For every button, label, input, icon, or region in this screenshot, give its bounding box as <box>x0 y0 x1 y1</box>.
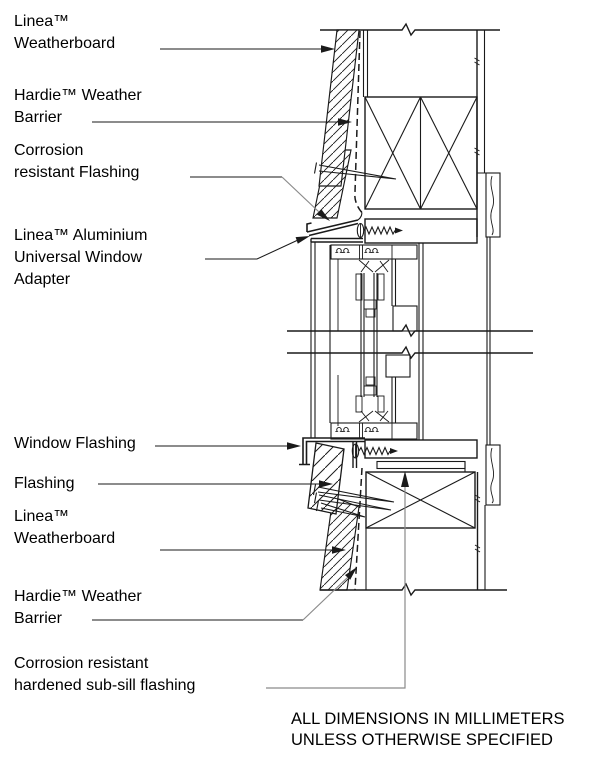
label-linea-aluminium-window-adapter: Linea™ Aluminium Universal Window Adapte… <box>14 225 147 291</box>
label-line: Barrier <box>14 610 63 627</box>
weatherboard-cladding-sill <box>319 496 360 591</box>
label-line: Weatherboard <box>14 35 116 52</box>
label-line: Hardie™ Weather <box>14 588 142 605</box>
label-line: Universal Window <box>14 249 143 266</box>
weather-barrier-dashed-head <box>354 30 365 216</box>
packing-block-head <box>392 305 418 332</box>
label-line: Linea™ <box>14 13 70 30</box>
label-hardie-weather-barrier-sill: Hardie™ Weather Barrier <box>14 586 142 630</box>
label-corrosion-resistant-flashing: Corrosion resistant Flashing <box>14 140 139 184</box>
window-frame-head <box>330 244 418 332</box>
nail-fixing-head <box>313 162 397 180</box>
label-line: Linea™ Aluminium <box>14 227 148 244</box>
window-frame-verticals <box>310 237 491 445</box>
label-line: resistant Flashing <box>14 164 140 181</box>
label-line: Flashing <box>14 475 75 492</box>
leader-corrosion-flashing <box>190 176 330 221</box>
sill-flashing-hatched <box>307 442 345 515</box>
arrowhead <box>321 45 335 53</box>
label-hardie-weather-barrier-head: Hardie™ Weather Barrier <box>14 85 142 129</box>
arrowhead <box>317 209 330 221</box>
dimensions-note: ALL DIMENSIONS IN MILLIMETERS UNLESS OTH… <box>291 709 565 751</box>
arrowhead <box>401 471 409 487</box>
leader-lines <box>92 45 409 689</box>
glazing-unit <box>360 273 378 397</box>
arrowhead <box>332 546 346 554</box>
top-wall-line <box>320 22 500 37</box>
architrave-head <box>485 172 501 238</box>
label-line: Corrosion <box>14 142 84 159</box>
arrowhead <box>345 567 357 580</box>
arrowhead <box>287 442 301 450</box>
wall-framing-right-head <box>474 30 501 238</box>
label-line: Weatherboard <box>14 530 116 547</box>
note-line: ALL DIMENSIONS IN MILLIMETERS <box>291 710 565 728</box>
label-line: Hardie™ Weather <box>14 87 142 104</box>
stud-lines-head <box>362 30 369 97</box>
label-line: Linea™ <box>14 508 70 525</box>
label-flashing: Flashing <box>14 473 74 495</box>
screw-fixing-head <box>356 222 403 239</box>
note-line: UNLESS OTHERWISE SPECIFIED <box>291 731 553 749</box>
lintel-blocking <box>364 96 478 210</box>
wall-framing-right-sill <box>474 444 501 590</box>
weatherboard-cladding-head <box>312 29 360 219</box>
arrowhead <box>295 236 310 244</box>
label-line: Window Flashing <box>14 435 136 452</box>
window-frame-sill <box>330 354 418 440</box>
label-linea-weatherboard-sill: Linea™ Weatherboard <box>14 506 115 550</box>
leader-window-adapter <box>205 236 310 260</box>
label-linea-weatherboard-head: Linea™ Weatherboard <box>14 11 115 55</box>
label-line: Barrier <box>14 109 63 126</box>
label-window-flashing: Window Flashing <box>14 433 136 455</box>
architrave-sill <box>485 444 501 506</box>
leader-sub-sill-flashing <box>266 471 409 689</box>
label-line: hardened sub-sill flashing <box>14 677 196 694</box>
packing-block-sill <box>385 354 411 378</box>
head-flashing <box>306 210 363 237</box>
bottom-wall-line <box>320 582 507 597</box>
label-line: Adapter <box>14 271 71 288</box>
sub-sill-strip <box>376 460 466 472</box>
leader-hardie-barrier-sill <box>92 567 357 621</box>
nail-fixings-sill <box>312 484 395 518</box>
sill-blocking <box>365 471 476 590</box>
leader-window-flashing <box>155 442 301 450</box>
arrowhead <box>319 480 333 488</box>
head-detail <box>306 22 501 332</box>
screw-fixing-sill <box>351 443 398 459</box>
leader-flashing <box>98 480 333 488</box>
window-adapter <box>310 237 363 243</box>
section-break-lines <box>287 323 533 360</box>
weather-barrier-dashed-sill <box>354 467 363 591</box>
sill-trim <box>364 439 478 459</box>
leader-linea-weatherboard-sill <box>160 546 346 554</box>
label-line: Corrosion resistant <box>14 655 149 672</box>
sill-detail <box>299 354 507 597</box>
leader-linea-weatherboard-head <box>160 45 335 53</box>
arrowhead <box>338 118 352 126</box>
label-sub-sill-flashing: Corrosion resistant hardened sub-sill fl… <box>14 653 195 697</box>
leader-hardie-barrier-head <box>92 118 352 126</box>
